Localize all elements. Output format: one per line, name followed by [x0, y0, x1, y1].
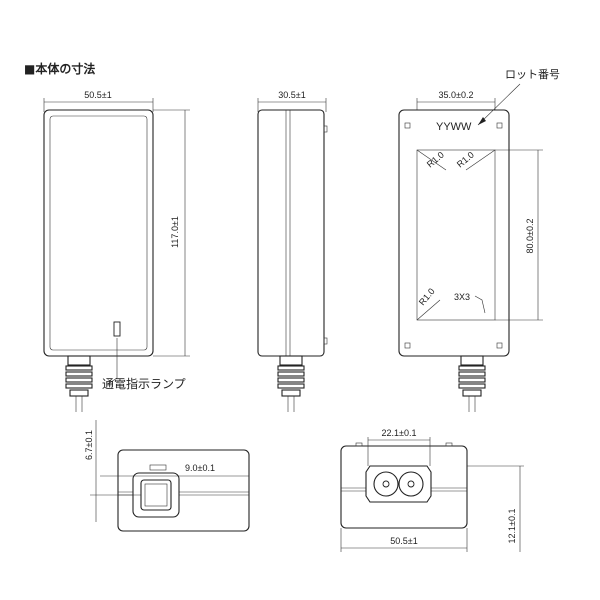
inlet-width-label: 22.1±0.1: [382, 428, 417, 438]
back-view: 35.0±0.2 YYWW R1.0 R1.0 R1.0 3X3 ロット番号 8…: [398, 68, 560, 412]
adapter-front-body: [43, 109, 154, 357]
inlet-overall-width-label: 50.5±1: [390, 536, 417, 546]
side-depth-label: 30.5±1: [278, 90, 305, 100]
front-view: 50.5±1 117.0±1 通電指示ランプ: [43, 90, 190, 412]
front-width-label: 50.5±1: [84, 90, 111, 100]
back-height-label: 80.0±0.2: [525, 219, 535, 254]
indicator-lamp-label: 通電指示ランプ: [102, 376, 186, 391]
cable-exit: [140, 479, 172, 511]
bottom-left-view: 9.0±0.1 6.7±0.1: [84, 420, 250, 532]
adapter-back-body: [398, 109, 510, 357]
adapter-side-body: [257, 109, 325, 357]
indicator-lamp: [113, 321, 121, 337]
inlet-height-label: 12.1±0.1: [507, 509, 517, 544]
end-height-label: 6.7±0.1: [84, 430, 94, 460]
lot-code: YYWW: [436, 121, 472, 133]
section-title: ■本体の寸法: [24, 62, 96, 76]
bottom-right-view: 22.1±0.1 50.5±1 12.1±0.1: [340, 428, 524, 552]
end-width-label: 9.0±0.1: [185, 463, 215, 473]
lot-number-label: ロット番号: [505, 68, 560, 81]
side-view: 30.5±1: [257, 90, 328, 412]
label-area: [416, 149, 496, 321]
front-height-label: 117.0±1: [170, 216, 180, 248]
corner-label: 3X3: [454, 292, 470, 302]
back-width-label: 35.0±0.2: [439, 90, 474, 100]
